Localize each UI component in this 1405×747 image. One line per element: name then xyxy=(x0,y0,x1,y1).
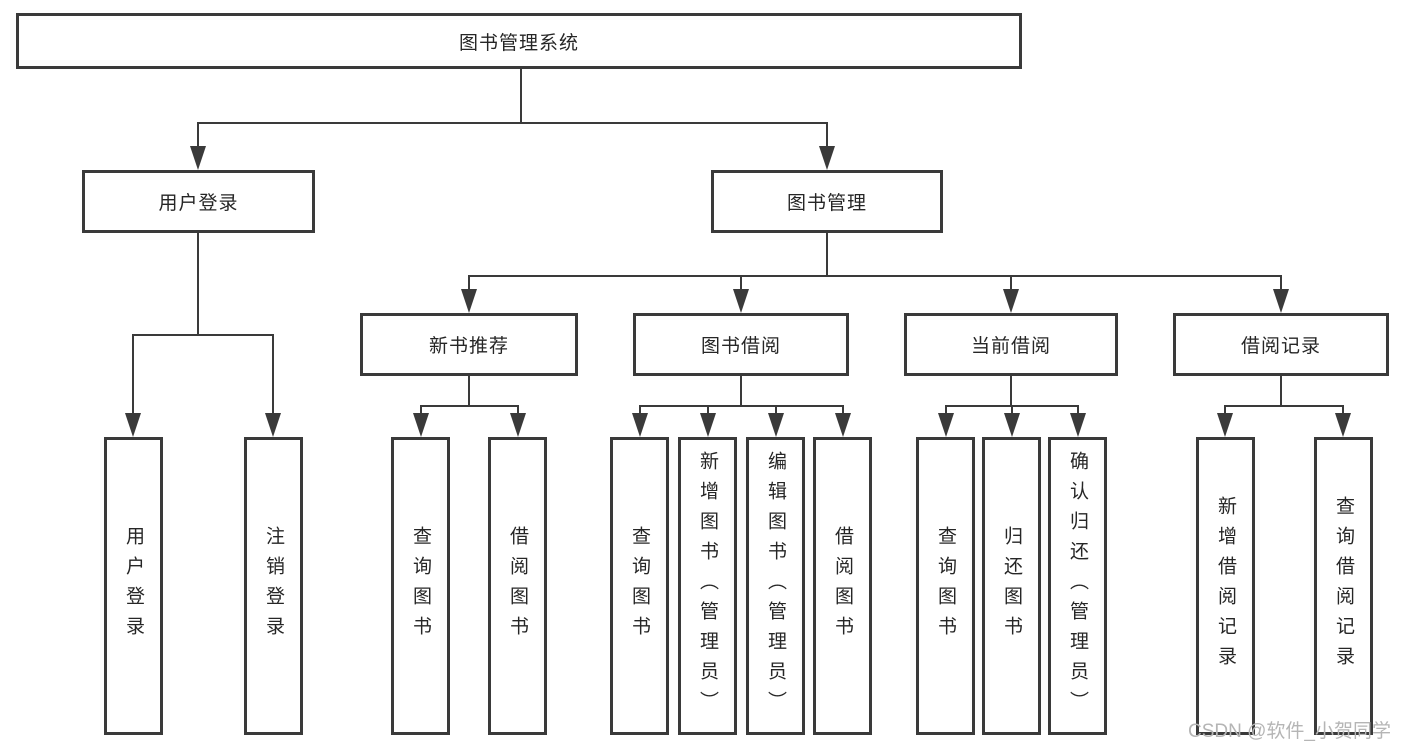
node-label: 新书推荐 xyxy=(428,336,509,357)
arrowhead-down-icon xyxy=(819,146,835,170)
leaf-borrow-add-books-admin: 新增图书（管理员） xyxy=(678,437,737,735)
node-library-management-system: 图书管理系统 xyxy=(16,13,1022,69)
connector-arrow-shaft xyxy=(1280,275,1282,293)
connector-arrow-shaft xyxy=(1342,405,1344,417)
connector-arrow-shaft xyxy=(1010,275,1012,293)
leaf-logout: 注销登录 xyxy=(244,437,303,735)
connector-arrow-shaft xyxy=(842,405,844,417)
leaf-label: 注销登录 xyxy=(263,526,284,646)
leaf-label: 编辑图书（管理员） xyxy=(765,451,786,721)
connector-arrow-shaft xyxy=(1011,405,1013,417)
leaf-label: 新增图书（管理员） xyxy=(697,451,718,721)
connector-mgmt-branch xyxy=(469,275,1282,277)
connector-arrow-shaft xyxy=(197,122,199,150)
arrowhead-down-icon xyxy=(632,413,648,437)
arrowhead-down-icon xyxy=(265,413,281,437)
connector-arrow-shaft xyxy=(420,405,422,417)
node-label: 用户登录 xyxy=(158,193,239,214)
arrowhead-down-icon xyxy=(1217,413,1233,437)
node-label: 借阅记录 xyxy=(1240,336,1321,357)
leaf-label: 查询借阅记录 xyxy=(1333,496,1354,676)
connector-arrow-shaft xyxy=(517,405,519,417)
arrowhead-down-icon xyxy=(768,413,784,437)
leaf-label: 查询图书 xyxy=(410,526,431,646)
connector-root-branch xyxy=(197,122,828,124)
arrowhead-down-icon xyxy=(1004,413,1020,437)
leaf-label: 确认归还（管理员） xyxy=(1067,451,1088,721)
node-label: 当前借阅 xyxy=(970,336,1051,357)
leaf-newbook-borrow-books: 借阅图书 xyxy=(488,437,547,735)
arrowhead-down-icon xyxy=(510,413,526,437)
connector-arrow-shaft xyxy=(945,405,947,417)
leaf-label: 归还图书 xyxy=(1001,526,1022,646)
arrowhead-down-icon xyxy=(835,413,851,437)
connector-arrow-shaft xyxy=(639,405,641,417)
node-label: 图书借阅 xyxy=(700,336,781,357)
leaf-label: 借阅图书 xyxy=(832,526,853,646)
arrowhead-down-icon xyxy=(938,413,954,437)
connector-login-stem xyxy=(197,233,199,336)
leaf-current-return-books: 归还图书 xyxy=(982,437,1041,735)
node-label: 图书管理 xyxy=(786,193,867,214)
leaf-label: 查询图书 xyxy=(935,526,956,646)
connector-borrow-branch xyxy=(639,405,844,407)
connector-arrow-shaft xyxy=(740,275,742,293)
node-new-book-recommendation: 新书推荐 xyxy=(360,313,578,376)
connector-arrow-shaft xyxy=(826,122,828,150)
connector-root-stem xyxy=(520,67,522,123)
arrowhead-down-icon xyxy=(125,413,141,437)
leaf-record-add-borrow-record: 新增借阅记录 xyxy=(1196,437,1255,735)
node-borrowing-records: 借阅记录 xyxy=(1173,313,1389,376)
csdn-watermark: CSDN @软件_小贺同学 xyxy=(1188,721,1391,742)
node-label: 图书管理系统 xyxy=(458,32,579,54)
connector-arrow-shaft xyxy=(468,275,470,293)
arrowhead-down-icon xyxy=(1335,413,1351,437)
arrowhead-down-icon xyxy=(1070,413,1086,437)
connector-borrow-stem xyxy=(740,376,742,407)
connector-login-branch xyxy=(132,334,274,336)
arrowhead-down-icon xyxy=(190,146,206,170)
connector-newbook-stem xyxy=(468,376,470,407)
connector-arrow-shaft xyxy=(1224,405,1226,417)
connector-arrow-shaft xyxy=(272,334,274,416)
node-current-borrowing: 当前借阅 xyxy=(904,313,1118,376)
leaf-label: 借阅图书 xyxy=(507,526,528,646)
leaf-user-login: 用户登录 xyxy=(104,437,163,735)
arrowhead-down-icon xyxy=(413,413,429,437)
leaf-borrow-borrow-books: 借阅图书 xyxy=(813,437,872,735)
connector-arrow-shaft xyxy=(132,334,134,416)
leaf-label: 用户登录 xyxy=(123,526,144,646)
connector-arrow-shaft xyxy=(775,405,777,417)
connector-arrow-shaft xyxy=(1077,405,1079,417)
connector-newbook-branch xyxy=(420,405,519,407)
leaf-borrow-edit-books-admin: 编辑图书（管理员） xyxy=(746,437,805,735)
arrowhead-down-icon xyxy=(700,413,716,437)
leaf-current-query-books: 查询图书 xyxy=(916,437,975,735)
leaf-label: 查询图书 xyxy=(629,526,650,646)
node-book-management: 图书管理 xyxy=(711,170,943,233)
leaf-current-confirm-return-admin: 确认归还（管理员） xyxy=(1048,437,1107,735)
arrowhead-down-icon xyxy=(461,289,477,313)
connector-arrow-shaft xyxy=(707,405,709,417)
node-user-login: 用户登录 xyxy=(82,170,315,233)
leaf-label: 新增借阅记录 xyxy=(1215,496,1236,676)
connector-current-stem xyxy=(1010,376,1012,407)
connector-record-stem xyxy=(1280,376,1282,407)
connector-record-branch xyxy=(1224,405,1344,407)
node-book-borrowing: 图书借阅 xyxy=(633,313,849,376)
connector-mgmt-stem xyxy=(826,233,828,277)
leaf-record-query-borrow-record: 查询借阅记录 xyxy=(1314,437,1373,735)
leaf-borrow-query-books: 查询图书 xyxy=(610,437,669,735)
leaf-newbook-query-books: 查询图书 xyxy=(391,437,450,735)
arrowhead-down-icon xyxy=(1003,289,1019,313)
arrowhead-down-icon xyxy=(733,289,749,313)
arrowhead-down-icon xyxy=(1273,289,1289,313)
